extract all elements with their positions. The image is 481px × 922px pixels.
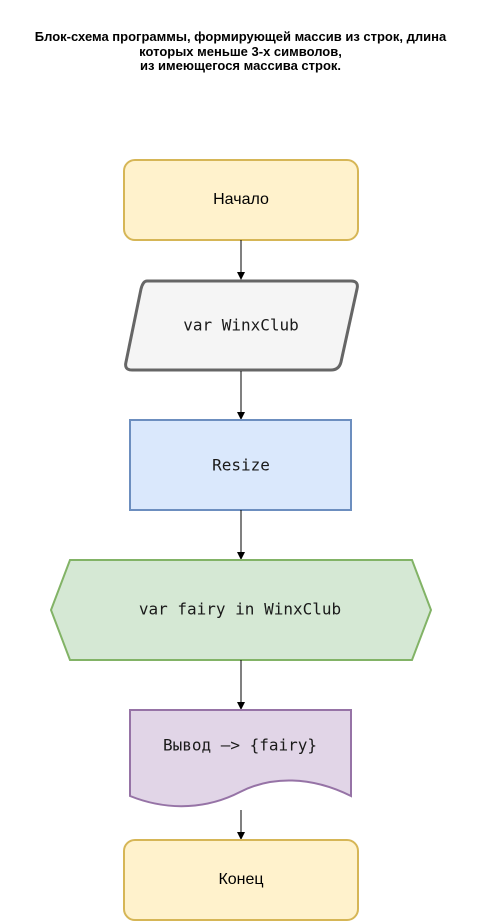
input-shape bbox=[124, 279, 359, 372]
loop-label: var fairy in WinxClub bbox=[139, 600, 341, 619]
loop-shape bbox=[49, 559, 433, 661]
input-node[interactable]: var WinxClub bbox=[124, 279, 359, 372]
resize-label: Resize bbox=[212, 456, 270, 475]
end-shape bbox=[123, 839, 359, 921]
end-node[interactable]: Конец bbox=[123, 839, 359, 921]
start-node[interactable]: Начало bbox=[123, 159, 359, 241]
start-label: Начало bbox=[213, 191, 269, 208]
diagram-title: Блок-схема программы, формирующей массив… bbox=[0, 29, 481, 74]
title-line-2: которых меньше 3-х символов, bbox=[139, 43, 342, 59]
loop-node[interactable]: var fairy in WinxClub bbox=[49, 559, 433, 661]
input-label: var WinxClub bbox=[183, 316, 299, 335]
title-line-1: Блок-схема программы, формирующей массив… bbox=[34, 29, 447, 44]
output-label: Вывод —> {fairy} bbox=[163, 736, 317, 755]
title-line-3: из имеющегося массива строк. bbox=[139, 58, 342, 73]
end-label: Конец bbox=[218, 871, 263, 888]
resize-shape bbox=[129, 419, 352, 511]
output-node[interactable]: Вывод —> {fairy} bbox=[129, 709, 352, 808]
output-shape bbox=[129, 709, 352, 808]
resize-node[interactable]: Resize bbox=[129, 419, 352, 511]
